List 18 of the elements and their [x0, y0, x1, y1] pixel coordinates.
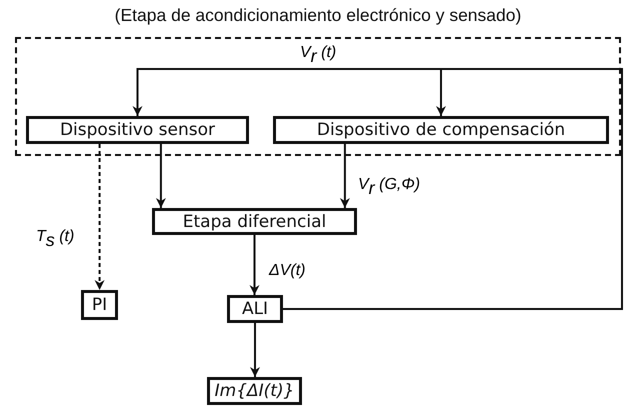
process-box — [81, 290, 118, 320]
box-label: Dispositivo de compensación — [316, 120, 566, 140]
arrow — [250, 235, 260, 295]
arrow — [156, 144, 166, 208]
arrow — [94, 144, 105, 290]
process-box — [152, 208, 357, 235]
box-label: Im{ΔI(t)} — [214, 381, 294, 401]
arrow — [340, 144, 350, 208]
box-label: PI — [92, 295, 108, 315]
output-box — [207, 377, 302, 405]
box-label: Etapa diferencial — [182, 212, 326, 232]
group-heading: (Etapa de acondicionamiento electrónico y sensado) — [114, 5, 522, 26]
process-box — [227, 295, 283, 323]
box-label: ALI — [242, 299, 268, 319]
box-label: Dispositivo sensor — [60, 120, 216, 140]
process-box — [273, 116, 609, 144]
process-box — [26, 116, 249, 144]
arrow — [250, 323, 260, 377]
